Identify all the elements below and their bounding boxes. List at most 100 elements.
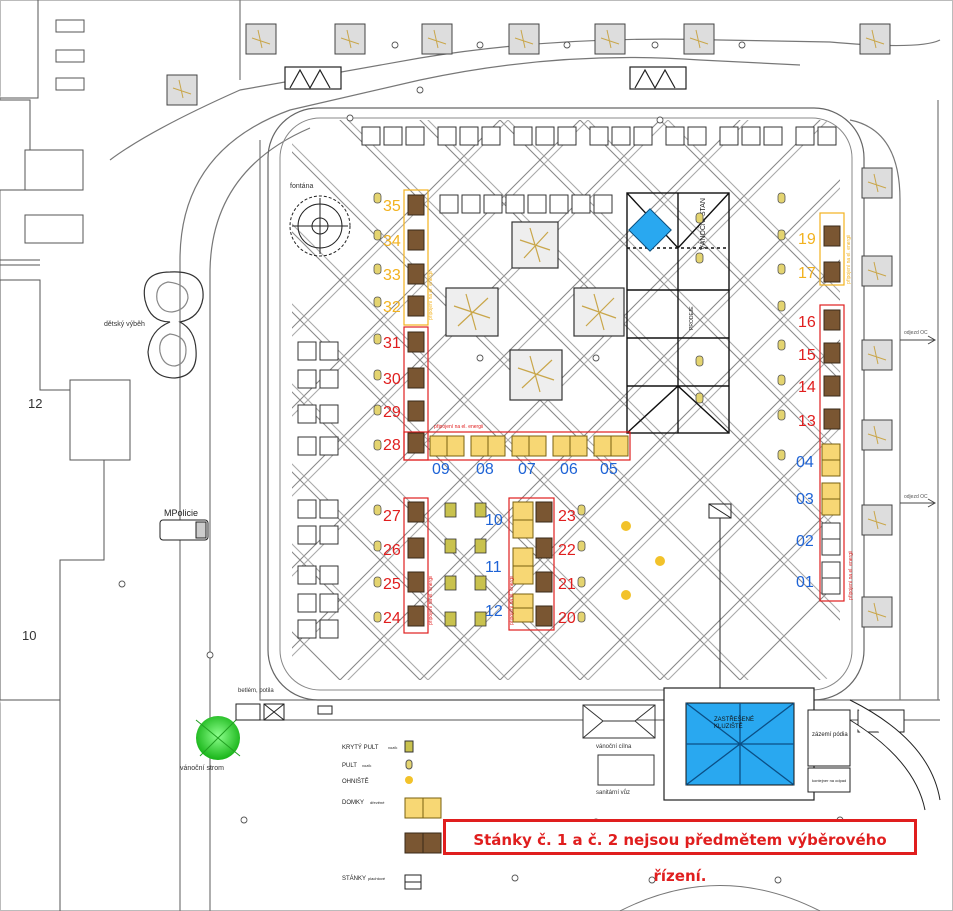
legend-covered-stand: KRYTÝ PULT [342,744,379,751]
stand-markers [373,192,786,623]
stall-19: 19 [798,231,816,248]
legend-stand-sub: vozík [362,763,371,768]
legend-booths-sub: plachtové [368,876,386,881]
legend-stand: PULT [342,763,357,769]
legend [404,740,442,890]
stall-09: 09 [432,461,450,478]
playground [143,271,204,379]
tent-sub: PRODEJE [689,306,695,330]
playground-label: dětský výběh [104,321,145,328]
building-12-label: 12 [28,396,42,411]
nativity-label: betlém, potila [238,688,274,694]
stall-23: 23 [558,508,576,525]
police-car [159,519,209,541]
stall-21: 21 [558,576,576,593]
police-label: MPolicie [164,508,198,518]
stall-26: 26 [383,542,401,559]
brown-huts [407,194,841,627]
stall-11: 11 [485,559,502,576]
parking-shelters [284,66,687,90]
stall-34: 34 [383,233,401,250]
stall-33: 33 [383,267,401,284]
sanitary-label: sanitární vůz [596,789,630,796]
tree-label: vánoční strom [180,765,224,772]
stall-31: 31 [383,335,401,352]
christmas-tree [195,716,241,760]
stall-03: 03 [796,491,814,508]
gas-notes: připojení na el. energii připojení na el… [428,235,852,320]
left-booths [297,341,339,639]
stall-07: 07 [518,461,536,478]
stall-10: 10 [485,512,503,529]
stall-12: 12 [485,603,503,620]
exit-label-2: odjezd OC [904,494,928,500]
nativity [235,703,333,721]
square-trees [445,221,625,401]
yellow-huts [429,435,841,623]
legend-booths: STÁNKY [342,875,366,882]
bottom-arc [619,885,821,911]
right-trees [861,167,893,628]
stall-06: 06 [560,461,578,478]
fountain-label: fontána [290,183,313,190]
stall-28: 28 [383,437,401,454]
power-notes: připojení na el. energii připojení na el… [428,424,854,625]
gas-note-right: připojení na el. energii [846,235,852,284]
stall-16: 16 [798,314,816,331]
train-area [582,704,656,786]
stall-13: 13 [798,413,816,430]
stall-04: 04 [796,454,814,471]
legend-labels: KRYTÝ PULT vozík PULT vozík OHNIŠTĚ DOMK… [342,744,397,882]
stall-24: 24 [383,610,401,627]
stall-20: 20 [558,610,576,627]
top-trees [166,23,891,106]
gas-groups [403,189,845,326]
notice-banner: Stánky č. 1 a č. 2 nejsou předmětem výbě… [443,819,917,885]
stall-02: 02 [796,533,814,550]
christmas-tent [626,192,730,434]
facilities-label: zázemí pódia [812,732,848,738]
skating-rink [663,687,815,801]
stall-01: 01 [796,574,814,591]
stall-14: 14 [798,379,816,396]
buildings [0,0,131,911]
stall-15: 15 [798,347,816,364]
toilet-label: kontejner na odpad [812,778,846,783]
stall-numbers: 35 34 33 32 19 17 31 30 29 28 27 26 25 2… [383,198,816,627]
gas-note-left: připojení na el. energii [428,271,434,320]
power-note-right: připojení na el. energii [848,551,854,600]
power-note-row: připojení na el. energii [434,424,483,430]
power-note-center: připojení na el. energii [509,576,515,625]
stall-05: 05 [600,461,618,478]
power-note-left-bottom: připojení na el. energii [428,576,434,625]
stall-17: 17 [798,265,816,282]
stall-08: 08 [476,461,494,478]
light-pole [708,503,732,700]
power-groups [403,304,845,634]
legend-huts-sub: dřevěné [370,800,385,805]
stage-area [807,699,941,811]
legend-covered-stand-sub: vozík [388,745,397,750]
exit-arrows [900,335,937,508]
stall-25: 25 [383,576,401,593]
fountain [289,195,351,257]
covered-stands [444,502,487,627]
stall-22: 22 [558,542,576,559]
stall-30: 30 [383,371,401,388]
stall-29: 29 [383,404,401,421]
stall-27: 27 [383,508,401,525]
exit-label-1: odjezd OC [904,330,928,336]
white-huts [821,522,841,595]
train-label: vánoční cílna [596,744,632,750]
stall-35: 35 [383,198,401,215]
top-booths [361,126,837,214]
fire-points [621,521,665,600]
legend-fire: OHNIŠTĚ [342,777,369,785]
building-10-label: 10 [22,628,36,643]
legend-huts: DOMKY [342,800,364,806]
tent-info-box [628,208,672,252]
tent-title: VÁNOČNÍ STAN [698,198,707,250]
stall-32: 32 [383,299,401,316]
